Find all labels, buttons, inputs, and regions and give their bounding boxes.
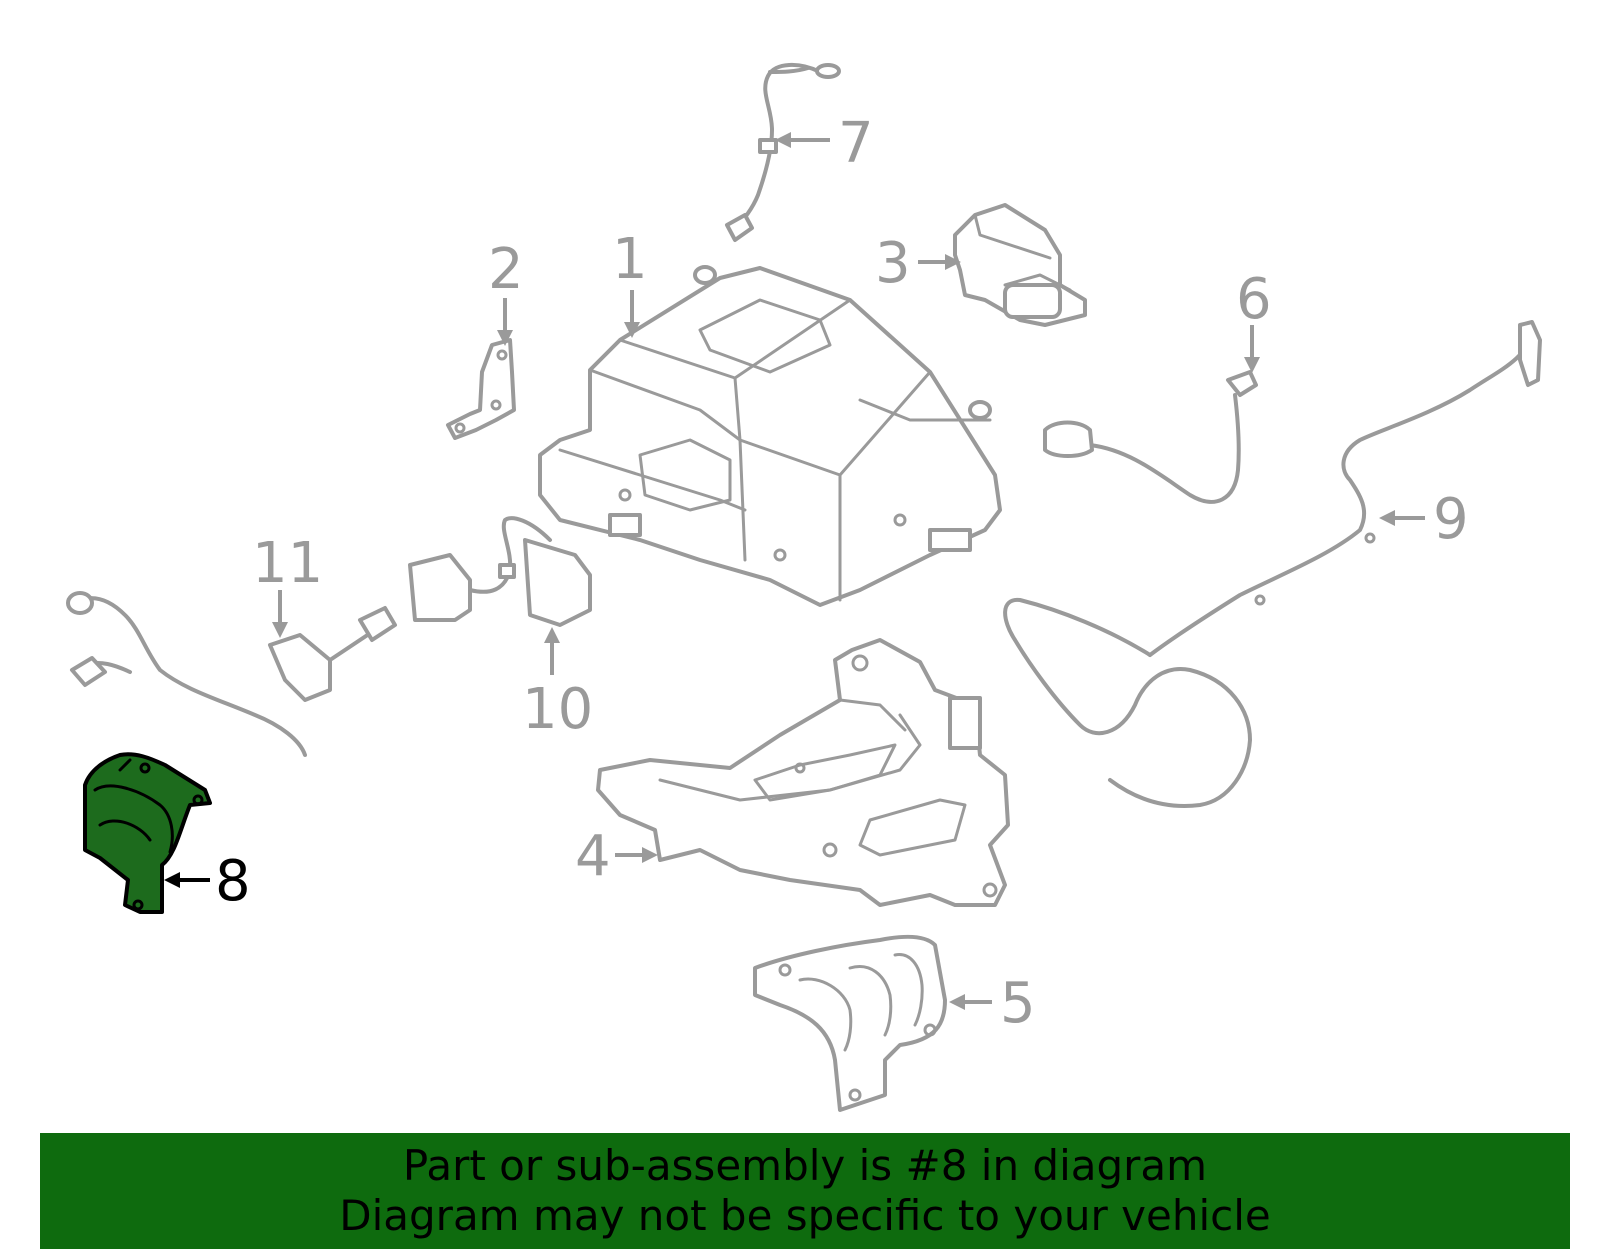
part-6-cable[interactable] xyxy=(1043,370,1258,504)
callout-11-label: 11 xyxy=(252,531,323,596)
callout-8: 8 xyxy=(164,849,251,914)
part-1-inverter[interactable] xyxy=(538,265,1002,607)
callout-7: 7 xyxy=(775,111,874,176)
banner-line-1: Part or sub-assembly is #8 in diagram xyxy=(402,1141,1208,1190)
part-7-cable[interactable] xyxy=(725,63,841,242)
callout-6-label: 6 xyxy=(1236,267,1272,332)
callout-3: 3 xyxy=(875,231,961,296)
callout-8-label: 8 xyxy=(215,849,251,914)
part-9-harness[interactable] xyxy=(1003,320,1542,808)
part-3-module[interactable] xyxy=(953,203,1087,327)
callout-9-label: 9 xyxy=(1433,487,1469,552)
info-banner: Part or sub-assembly is #8 in diagram Di… xyxy=(40,1133,1570,1249)
callout-7-label: 7 xyxy=(838,111,874,176)
callout-2-label: 2 xyxy=(488,237,524,302)
part-11-harness[interactable] xyxy=(66,591,397,757)
callout-11: 11 xyxy=(252,531,323,638)
callout-2: 2 xyxy=(488,237,524,346)
callout-5-label: 5 xyxy=(1000,971,1036,1036)
callout-10-label: 10 xyxy=(522,677,593,742)
part-4-tray[interactable] xyxy=(596,638,1010,907)
callout-6: 6 xyxy=(1236,267,1272,373)
callout-1: 1 xyxy=(612,227,648,338)
callout-5: 5 xyxy=(949,971,1036,1036)
callout-1-label: 1 xyxy=(612,227,648,292)
part-8-shield-highlighted[interactable] xyxy=(83,752,212,914)
callout-10: 10 xyxy=(522,627,593,742)
banner-line-2: Diagram may not be specific to your vehi… xyxy=(339,1191,1271,1240)
part-2-bracket[interactable] xyxy=(446,338,516,440)
callout-4-label: 4 xyxy=(575,824,611,889)
callout-4: 4 xyxy=(575,824,658,889)
callout-3-label: 3 xyxy=(875,231,911,296)
callout-9: 9 xyxy=(1379,487,1469,552)
part-5-shield[interactable] xyxy=(753,934,947,1112)
part-10-connector[interactable] xyxy=(408,516,592,627)
